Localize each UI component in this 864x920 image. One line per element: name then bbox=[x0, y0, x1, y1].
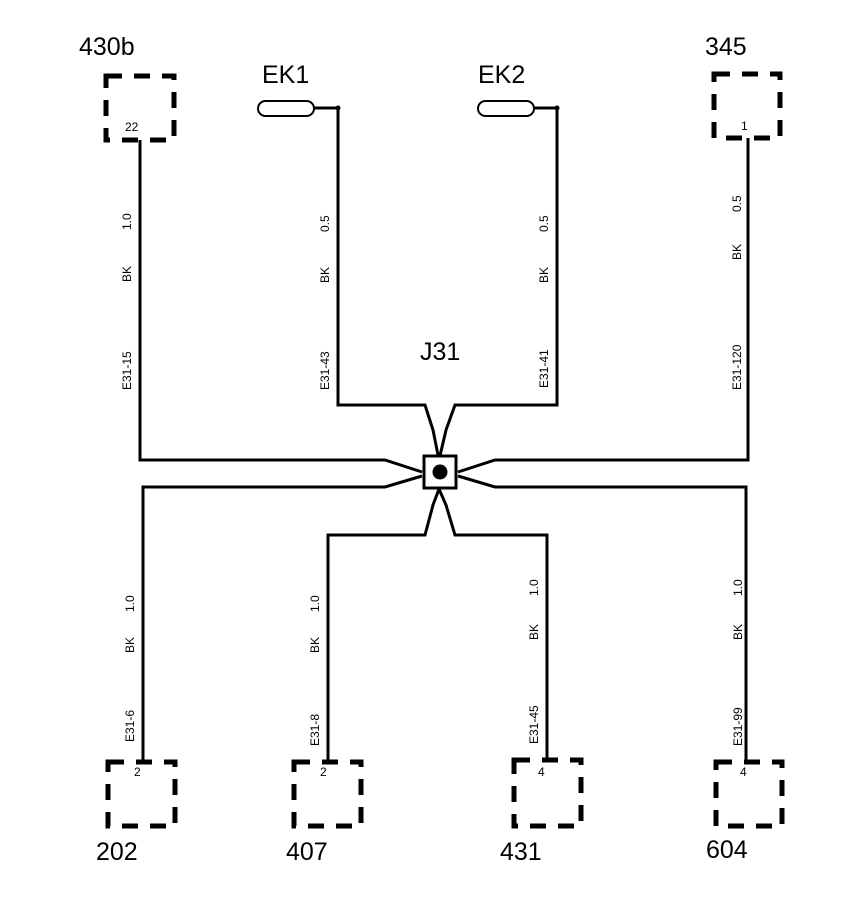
wire-size-ek1: 0.5 bbox=[318, 215, 332, 232]
wire-ek2[interactable] bbox=[437, 108, 559, 461]
pin-number-345: 1 bbox=[741, 119, 748, 133]
wire-size-345: 0.5 bbox=[730, 195, 744, 212]
wire-430b[interactable] bbox=[138, 140, 423, 474]
wire-604[interactable] bbox=[457, 474, 748, 762]
pin-number-407: 2 bbox=[320, 765, 327, 779]
ground-eyelet-icon bbox=[477, 100, 535, 117]
wire-color-202: BK bbox=[123, 637, 137, 653]
component-label-407: 407 bbox=[286, 838, 328, 866]
wire-circuit-604: E31-99 bbox=[731, 707, 745, 746]
splice-label: J31 bbox=[420, 338, 460, 366]
eyelet-label-ek2: EK2 bbox=[478, 61, 525, 89]
wire-color-345: BK bbox=[730, 244, 744, 260]
pin-number-604: 4 bbox=[740, 765, 747, 779]
eyelet-ek2[interactable]: EK2 bbox=[477, 61, 560, 117]
component-label-202: 202 bbox=[96, 838, 138, 866]
wire-circuit-202: E31-6 bbox=[123, 710, 137, 742]
connector-box-202 bbox=[105, 759, 178, 829]
splice-j31[interactable]: J31 bbox=[420, 338, 460, 490]
wire-color-407: BK bbox=[308, 637, 322, 653]
connector-box-604 bbox=[713, 759, 785, 829]
connector-box-431 bbox=[511, 757, 584, 829]
pin-number-430b: 22 bbox=[125, 120, 139, 134]
wire-color-604: BK bbox=[731, 624, 745, 640]
connector-box-430b bbox=[103, 73, 177, 143]
wire-circuit-431: E31-45 bbox=[527, 705, 541, 744]
wire-circuit-430b: E31-15 bbox=[120, 351, 134, 390]
wire-size-ek2: 0.5 bbox=[537, 215, 551, 232]
component-202[interactable]: 2 202 bbox=[96, 759, 178, 866]
wire-color-ek2: BK bbox=[537, 267, 551, 283]
wire-circuit-ek2: E31-41 bbox=[537, 349, 551, 388]
component-407[interactable]: 2 407 bbox=[286, 759, 364, 866]
wire-size-431: 1.0 bbox=[527, 579, 541, 596]
wire-345[interactable] bbox=[457, 138, 750, 474]
pin-number-202: 2 bbox=[134, 765, 141, 779]
wire-circuit-ek1: E31-43 bbox=[318, 351, 332, 390]
wire-color-ek1: BK bbox=[318, 267, 332, 283]
eyelet-label-ek1: EK1 bbox=[262, 61, 309, 89]
wire-ek1[interactable] bbox=[336, 108, 441, 461]
component-label-430b: 430b bbox=[79, 33, 135, 61]
component-430b[interactable]: 430b 22 bbox=[79, 33, 177, 143]
pin-number-431: 4 bbox=[538, 765, 545, 779]
connector-box-345 bbox=[711, 71, 783, 141]
component-label-604: 604 bbox=[706, 836, 748, 864]
connector-box-407 bbox=[291, 759, 364, 829]
wire-size-430b: 1.0 bbox=[120, 213, 134, 230]
ground-eyelet-icon bbox=[257, 100, 315, 117]
wire-labels: 1.0 BK E31-15 0.5 BK E31-43 0.5 BK E31-4… bbox=[120, 195, 745, 746]
wire-size-202: 1.0 bbox=[123, 595, 137, 612]
splice-dot bbox=[432, 464, 448, 480]
component-label-345: 345 bbox=[705, 33, 747, 61]
component-431[interactable]: 4 431 bbox=[500, 757, 584, 866]
eyelet-ek1[interactable]: EK1 bbox=[257, 61, 341, 117]
wire-circuit-407: E31-8 bbox=[308, 714, 322, 746]
wire-size-604: 1.0 bbox=[731, 579, 745, 596]
wire-431[interactable] bbox=[437, 488, 549, 762]
wire-color-430b: BK bbox=[120, 266, 134, 282]
wire-size-407: 1.0 bbox=[308, 595, 322, 612]
wire-color-431: BK bbox=[527, 624, 541, 640]
component-604[interactable]: 4 604 bbox=[706, 759, 785, 864]
component-label-431: 431 bbox=[500, 838, 542, 866]
component-345[interactable]: 345 1 bbox=[705, 33, 783, 141]
wire-407[interactable] bbox=[326, 488, 441, 762]
wire-202[interactable] bbox=[141, 474, 423, 762]
wire-circuit-345: E31-120 bbox=[730, 344, 744, 390]
